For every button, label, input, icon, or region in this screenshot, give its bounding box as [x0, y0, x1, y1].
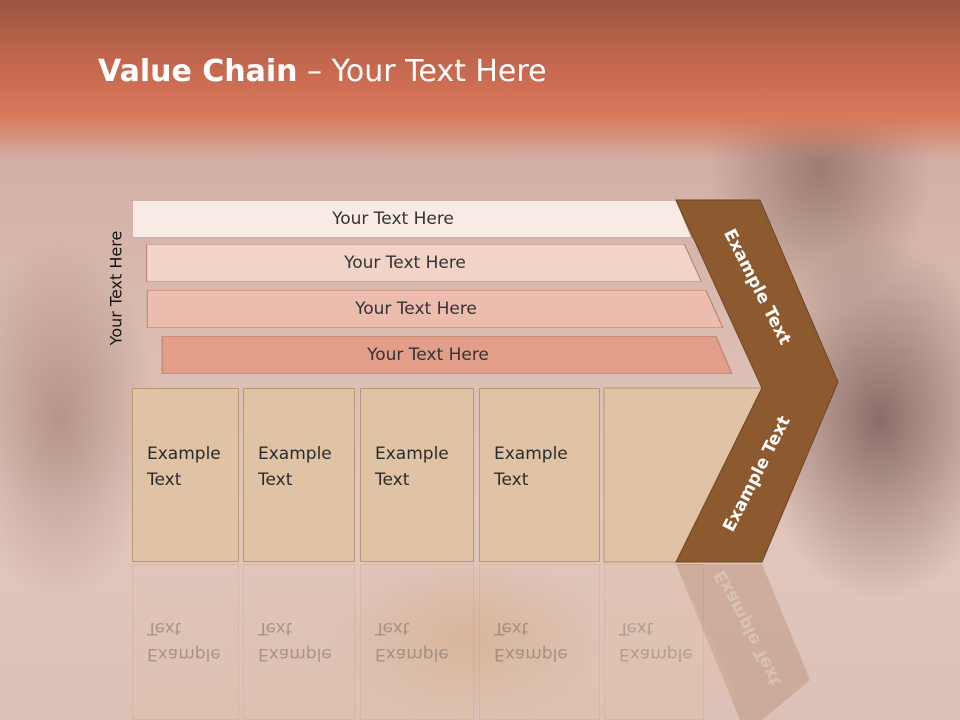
row-shape — [146, 244, 702, 282]
activity-line2: Text — [375, 470, 410, 490]
title-rest: – Your Text Here — [297, 54, 547, 89]
wedge-reflection — [604, 564, 740, 700]
slide-title: Value Chain – Your Text Here — [98, 54, 547, 89]
activity-line2: Text — [494, 470, 529, 490]
activity-line1: Example — [375, 444, 449, 464]
support-row-3: Your Text Here — [132, 290, 740, 328]
title-bold: Value Chain — [98, 54, 298, 89]
activity-line1: Example — [494, 444, 568, 464]
row-label: Your Text Here — [332, 209, 454, 229]
row-shape — [161, 336, 733, 374]
primary-activity-1: Example Text — [132, 388, 239, 562]
activity-line2: Text — [147, 470, 182, 490]
row-shape — [132, 200, 693, 238]
activity-line2: Text — [258, 470, 293, 490]
row-label: Your Text Here — [355, 299, 477, 319]
primary-activity-2: Example Text — [243, 388, 355, 562]
row-label: Your Text Here — [367, 345, 489, 365]
row-label: Your Text Here — [344, 253, 466, 273]
activity-line1: Example — [258, 444, 332, 464]
support-row-4: Your Text Here — [132, 336, 764, 374]
primary-activity-4: Example Text — [479, 388, 600, 562]
title-bar — [0, 0, 960, 160]
chevron-reflection — [676, 564, 810, 720]
primary-activity-3: Example Text — [360, 388, 474, 562]
row-shape — [146, 290, 724, 328]
margin-chevron — [675, 199, 839, 563]
support-row-1: Your Text Here — [132, 200, 694, 238]
support-row-2: Your Text Here — [132, 244, 718, 282]
activity-line1: Example — [147, 444, 221, 464]
